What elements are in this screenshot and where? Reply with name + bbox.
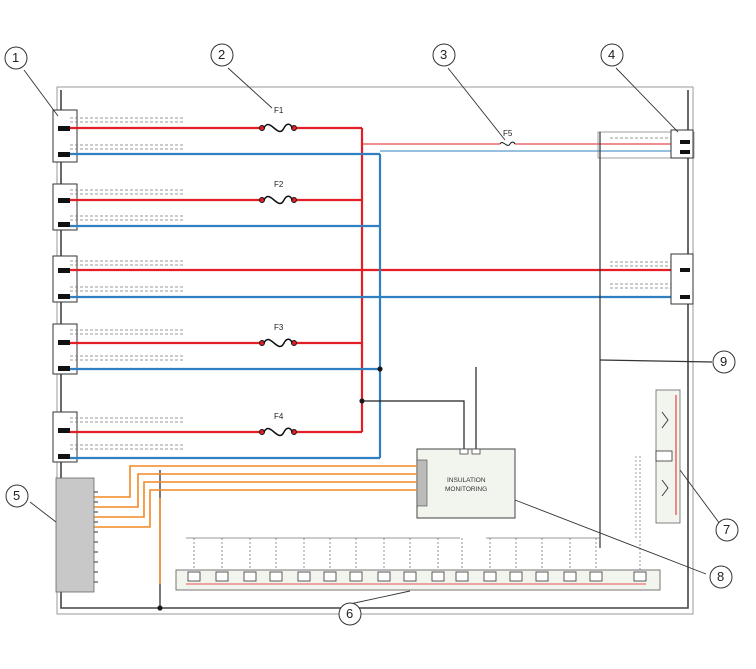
callout-leaders [23,67,721,605]
insulation-label-1: INSULATION [447,477,486,484]
connector-panel [55,477,98,593]
fuse-label-f1: F1 [274,106,284,115]
left-terminal-block [52,109,78,463]
insulation-monitoring-device [416,448,516,519]
positive-wires [70,126,680,434]
bottom-connector-rail [175,456,661,591]
callout-8: 8 [717,569,724,584]
fuse-f3 [259,338,297,348]
fuse-label-f4: F4 [274,412,284,421]
callout-9: 9 [720,354,727,369]
callout-7: 7 [723,522,730,537]
fuse-f5 [499,141,516,146]
fuse-label-f2: F2 [274,180,284,189]
signal-wires [92,465,417,584]
fuse-label-f5: F5 [503,129,513,138]
insulation-label-2: MONITORING [445,486,487,493]
enclosure-frame [56,86,694,615]
callout-6: 6 [346,606,353,621]
callout-3: 3 [440,47,447,62]
fuse-f2 [259,195,297,205]
right-terminal-block [597,129,695,305]
fuse-f1 [259,123,297,133]
callout-4: 4 [608,47,615,62]
callout-1: 1 [12,50,19,65]
negative-wires [70,152,680,460]
callout-5: 5 [13,488,20,503]
dashed-guides [70,117,680,450]
earth-bus [599,132,713,548]
switch-module [635,389,681,540]
fuse-f4 [259,427,297,437]
callout-circles [4,43,739,626]
fuse-label-f3: F3 [274,323,284,332]
callout-2: 2 [218,47,225,62]
